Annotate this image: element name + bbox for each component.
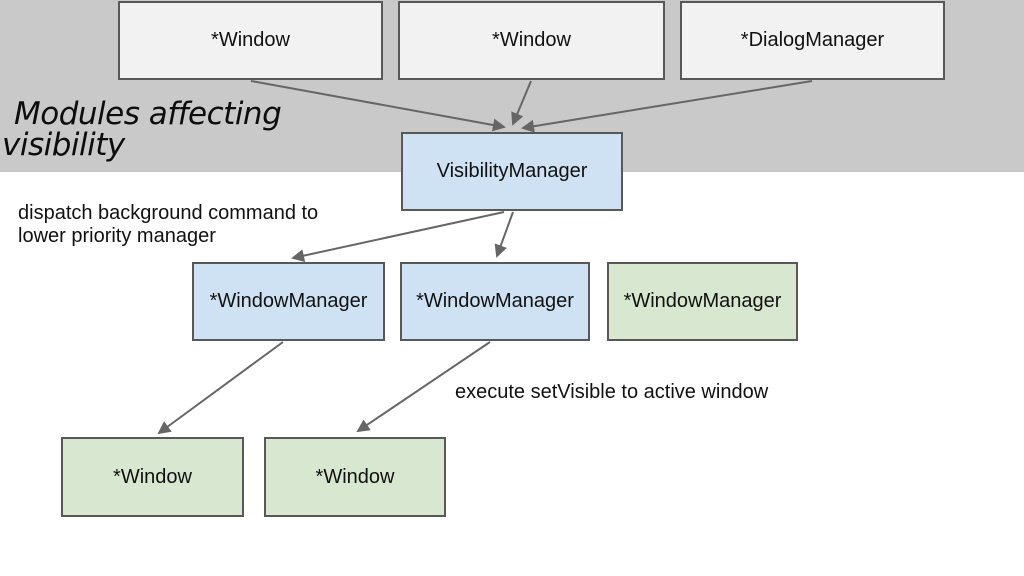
arrow-visibilitymanager-to-windowmanager2 [494, 211, 514, 258]
annotation-dispatch-line1: dispatch background command to [18, 202, 319, 224]
node-label: *Window [211, 29, 290, 51]
arrow-windowmanager1-to-window1 [157, 341, 284, 435]
node-windowmanager-3: *WindowManager [607, 262, 798, 341]
node-label: *Window [492, 29, 571, 51]
node-windowmanager-2: *WindowManager [400, 262, 590, 341]
node-label: *WindowManager [209, 290, 368, 312]
node-label: VisibilityManager [436, 160, 588, 182]
node-windowmanager-1: *WindowManager [192, 262, 385, 341]
node-label: *Window [315, 465, 395, 488]
node-window-top-1: *Window [118, 1, 383, 80]
arrow-visibilitymanager-to-windowmanager1 [291, 211, 505, 262]
node-window-bottom-1: *Window [61, 437, 244, 517]
node-dialogmanager: *DialogManager [680, 1, 945, 80]
slide-title-line1: Modules affecting [14, 96, 282, 132]
annotation-execute: execute setVisible to active window [455, 381, 769, 403]
node-window-bottom-2: *Window [264, 437, 446, 517]
slide-title-line2: visibility [2, 127, 125, 163]
slide-title: Modules affecting visibility [0, 96, 282, 163]
node-window-top-2: *Window [398, 1, 665, 80]
node-label: *WindowManager [623, 290, 782, 312]
annotation-dispatch: dispatch background command to lower pri… [18, 202, 318, 248]
node-label: *DialogManager [740, 29, 885, 51]
annotation-dispatch-line2: lower priority manager [18, 225, 216, 247]
node-visibilitymanager: VisibilityManager [401, 132, 623, 211]
node-label: *WindowManager [416, 290, 574, 312]
node-label: *Window [113, 465, 192, 488]
